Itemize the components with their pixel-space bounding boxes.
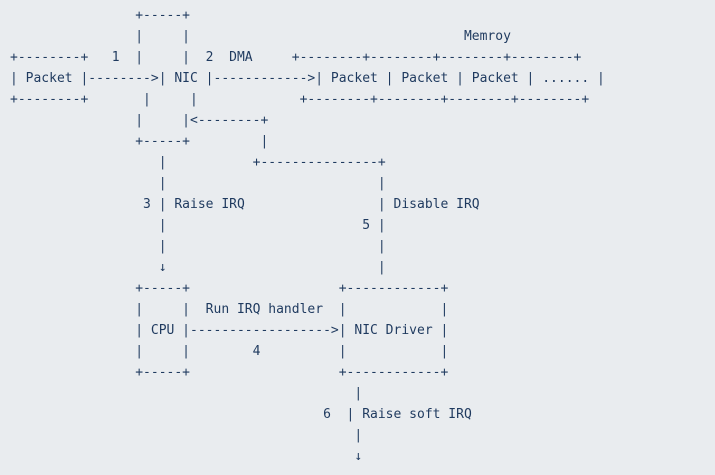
packet-flow-ascii-diagram: +-----+ | | Memroy +--------+ 1 | | 2 DMA… <box>10 5 605 467</box>
diagram-line-1: +-----+ <box>10 8 191 23</box>
diagram-line-10: 3 | Raise IRQ | Disable IRQ <box>10 197 480 212</box>
diagram-line-22: ↓ <box>10 449 363 464</box>
diagram-line-8: | +---------------+ <box>10 155 386 170</box>
diagram-line-4: | Packet |-------->| NIC |------------>|… <box>10 71 605 86</box>
diagram-line-2: | | Memroy <box>10 29 511 44</box>
diagram-line-15: | | Run IRQ handler | | <box>10 302 449 317</box>
diagram-line-5: +--------+ | | +--------+--------+------… <box>10 92 590 107</box>
diagram-line-20: 6 | Raise soft IRQ <box>10 407 472 422</box>
diagram-line-14: +-----+ +------------+ <box>10 281 449 296</box>
diagram-line-9: | | <box>10 176 386 191</box>
diagram-line-7: +-----+ | <box>10 134 269 149</box>
diagram-line-13: ↓ | <box>10 260 386 275</box>
diagram-line-3: +--------+ 1 | | 2 DMA +--------+-------… <box>10 50 582 65</box>
diagram-line-16: | CPU |------------------>| NIC Driver | <box>10 323 449 338</box>
diagram-line-6: | |<--------+ <box>10 113 269 128</box>
diagram-line-17: | | 4 | | <box>10 344 449 359</box>
diagram-line-18: +-----+ +------------+ <box>10 365 449 380</box>
diagram-line-12: | | <box>10 239 386 254</box>
diagram-line-19: | <box>10 386 363 401</box>
diagram-line-21: | <box>10 428 363 443</box>
diagram-line-11: | 5 | <box>10 218 386 233</box>
